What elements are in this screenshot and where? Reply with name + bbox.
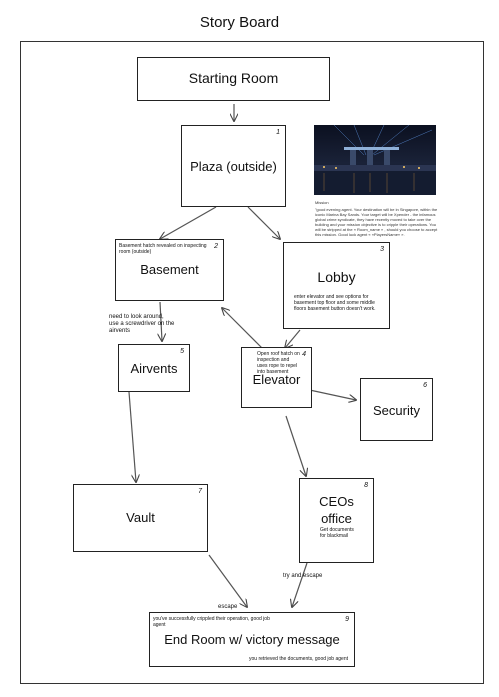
node-label: Airvents: [130, 361, 178, 376]
node-note: Open roof hatch on inspection and uses r…: [257, 351, 300, 375]
edge-label-ceos-end: try and escape: [283, 573, 323, 579]
node-airvents: 5 Airvents: [118, 344, 190, 392]
node-security: 6 Security: [360, 378, 433, 441]
node-note-bottom: you retrieved the documents, good job ag…: [249, 656, 348, 662]
node-label: Vault: [126, 510, 155, 525]
node-lobby: 3 Lobby enter elevator and see options f…: [283, 242, 390, 329]
node-label: Starting Room: [188, 70, 279, 86]
node-number: 6: [423, 382, 427, 389]
node-number: 4: [302, 351, 306, 358]
node-number: 8: [364, 482, 368, 489]
edge-label-vault-end: escape: [218, 604, 238, 610]
node-basement: 2 Basement hatch revealed on inspecting …: [115, 239, 224, 301]
node-number: 7: [198, 488, 202, 495]
node-note: Basement hatch revealed on inspecting ro…: [119, 243, 207, 255]
marina-bay-sands-photo: [314, 125, 436, 195]
node-note: Get documents for blackmail: [320, 527, 354, 539]
edge-label-basement-airvents: need to look around, use a screwdriver o…: [109, 314, 175, 334]
node-label: End Room w/ victory message: [164, 632, 340, 647]
node-number: 1: [276, 129, 280, 136]
node-ceos-office: 8 CEOs office Get documents for blackmai…: [299, 478, 374, 563]
node-number: 9: [345, 616, 349, 623]
page-title: Story Board: [199, 14, 280, 31]
node-label: Elevator: [252, 372, 301, 387]
node-elevator: 4 Open roof hatch on inspection and uses…: [241, 347, 312, 408]
node-plaza: 1 Plaza (outside): [181, 125, 286, 207]
node-label: Plaza (outside): [190, 159, 277, 174]
node-starting-room: Starting Room: [137, 57, 330, 101]
node-label: Basement: [140, 262, 199, 277]
node-vault: 7 Vault: [73, 484, 208, 552]
node-note: enter elevator and see options for basem…: [294, 294, 376, 312]
mission-text: "good evening agent. Your destination wi…: [315, 207, 438, 237]
node-end-room: 9 you've successfully crippled their ope…: [149, 612, 355, 667]
node-label: Security: [373, 403, 420, 418]
node-label-line2: office: [321, 511, 352, 526]
storyboard-frame: [20, 41, 484, 684]
node-number: 3: [380, 246, 384, 253]
mission-heading: Mission: [315, 200, 329, 205]
node-label: Lobby: [317, 269, 356, 285]
node-number: 5: [180, 348, 184, 355]
node-label-line1: CEOs: [319, 494, 354, 509]
node-note-top: you've successfully crippled their opera…: [153, 616, 270, 628]
node-number: 2: [214, 243, 218, 250]
